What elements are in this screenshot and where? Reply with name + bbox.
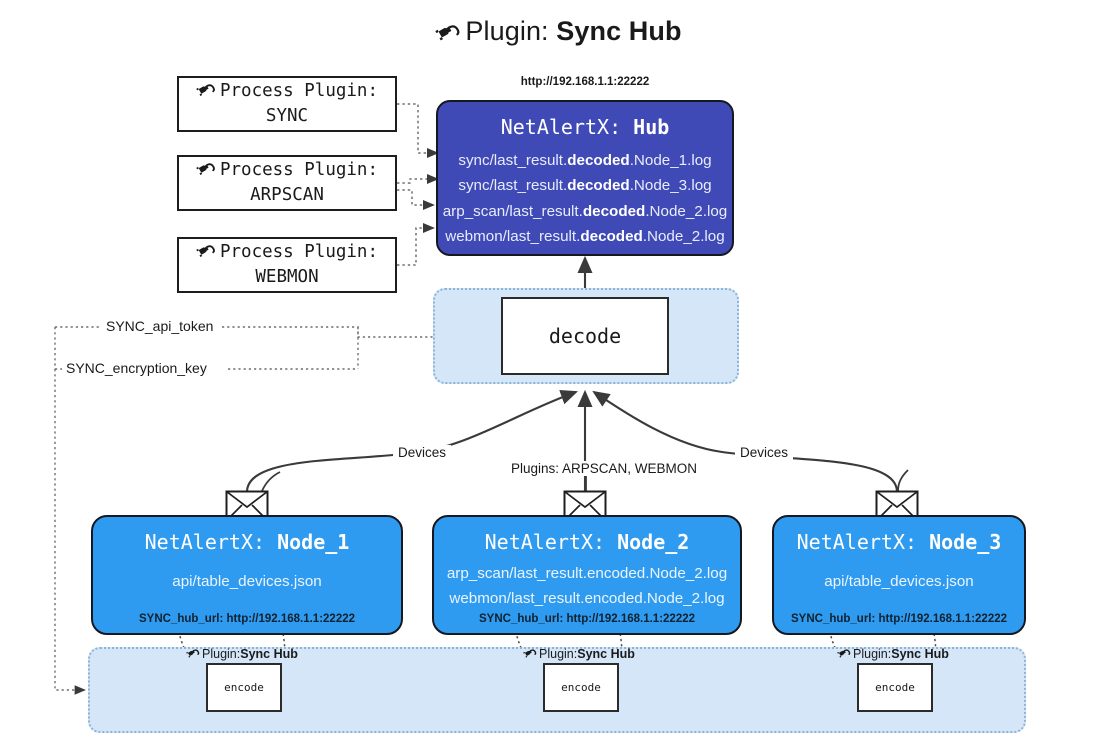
node-hub-url: SYNC_hub_url: http://192.168.1.1:22222 [138, 613, 356, 625]
node-title: NetAlertX: Node_1 [144, 530, 350, 554]
process-plugin-name: WEBMON [255, 267, 319, 287]
plug-icon [196, 78, 216, 105]
process-plugin-label: Process Plugin: [219, 80, 379, 101]
encode-box-2[interactable]: encode [543, 663, 619, 712]
hub-url-label: http://192.168.1.1:22222 [520, 76, 650, 88]
sync-api-token-label: SYNC_api_token [102, 318, 218, 334]
node-1[interactable]: NetAlertX: Node_1 api/table_devices.json… [91, 515, 403, 635]
node-title: NetAlertX: Node_3 [796, 530, 1002, 554]
plug-icon [196, 157, 216, 184]
page-title: Plugin: Sync Hub [0, 16, 1117, 50]
node-resource-line: api/table_devices.json [824, 573, 974, 590]
process-plugin-webmon[interactable]: Process Plugin: WEBMON [177, 237, 397, 293]
sync-encryption-key-label: SYNC_encryption_key [62, 360, 211, 376]
node-resource-line: api/table_devices.json [172, 573, 322, 590]
process-plugin-label: Process Plugin: [219, 159, 379, 180]
plug-icon [523, 645, 537, 662]
hub-log-line: webmon/last_result.decoded.Node_2.log [445, 228, 725, 246]
process-plugin-sync[interactable]: Process Plugin: SYNC [177, 76, 397, 132]
plug-icon [196, 239, 216, 266]
node-hub-url: SYNC_hub_url: http://192.168.1.1:22222 [790, 613, 1008, 625]
hub-log-line: sync/last_result.decoded.Node_1.log [458, 152, 712, 169]
sync-hub-plugin-label-3: Plugin: Sync Hub [837, 645, 949, 662]
title-name: Sync Hub [556, 16, 682, 46]
node-title: NetAlertX: Node_2 [484, 530, 690, 554]
hub-title: NetAlertX: Hub [500, 115, 670, 139]
node-resource-line: webmon/last_result.encoded.Node_2.log [449, 589, 725, 607]
edge-label-devices-right: Devices [735, 445, 794, 460]
encode-box-3[interactable]: encode [857, 663, 933, 712]
plug-icon [837, 645, 851, 662]
edge-label-devices-left: Devices [393, 445, 452, 460]
hub-log-line: sync/last_result.decoded.Node_3.log [458, 177, 712, 195]
process-plugin-name: SYNC [265, 106, 309, 126]
hub-log-line: arp_scan/last_result.decoded.Node_2.log [442, 202, 728, 220]
sync-hub-plugin-label-2: Plugin: Sync Hub [523, 645, 635, 662]
process-plugin-name: ARPSCAN [250, 185, 324, 205]
node-resource-line: arp_scan/last_result.encoded.Node_2.log [446, 565, 728, 582]
node-3[interactable]: NetAlertX: Node_3 api/table_devices.json… [772, 515, 1026, 635]
plug-icon [435, 17, 461, 50]
title-prefix: Plugin: [465, 16, 557, 46]
edge-label-plugins: Plugins: ARPSCAN, WEBMON [506, 461, 703, 476]
hub-node[interactable]: NetAlertX: Hub sync/last_result.decoded.… [436, 100, 734, 256]
sync-hub-plugin-label-1: Plugin: Sync Hub [186, 645, 298, 662]
encode-box-1[interactable]: encode [206, 663, 282, 712]
node-hub-url: SYNC_hub_url: http://192.168.1.1:22222 [478, 613, 696, 625]
process-plugin-arpscan[interactable]: Process Plugin: ARPSCAN [177, 155, 397, 211]
plug-icon [186, 645, 200, 662]
process-plugin-label: Process Plugin: [219, 241, 379, 262]
node-2[interactable]: NetAlertX: Node_2 arp_scan/last_result.e… [432, 515, 742, 635]
decode-box[interactable]: decode [501, 297, 669, 375]
